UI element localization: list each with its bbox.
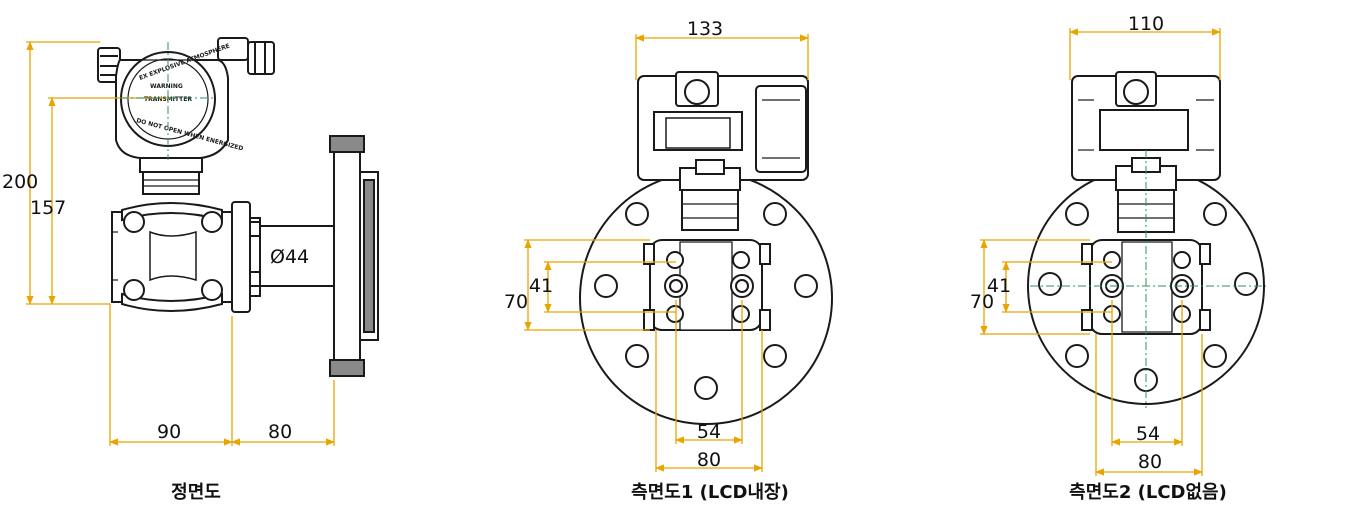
dim-bolt-outer-2: 70: [970, 291, 994, 313]
side-view-1: [579, 71, 833, 425]
flange-bolt-holes: [1038, 202, 1258, 392]
dim-housing-width-2: 110: [1128, 13, 1164, 35]
dim-hole-inner-2: 54: [1136, 423, 1160, 445]
dim-housing-width-1: 133: [687, 18, 723, 40]
front-view: EX EXPLOSIVE ATMOSPHERE WARNING TRANSMIT…: [97, 37, 379, 377]
dim-bolt-inner-1: 41: [529, 275, 553, 297]
neck: [139, 157, 203, 173]
dim-bolt-outer-1: 70: [504, 291, 528, 313]
side-view-1-dimensions: [524, 34, 809, 472]
front-view-dimensions: [26, 41, 335, 446]
side-view-2-centerlines: [1030, 150, 1266, 408]
dim-pipe-diameter: Ø44: [270, 246, 309, 268]
process-flange-plate: [231, 201, 251, 313]
dim-total-height: 200: [2, 171, 38, 193]
side-view-2: [1027, 71, 1265, 405]
dim-bolt-inner-2: 41: [987, 275, 1011, 297]
svg-text:WARNING: WARNING: [150, 83, 183, 90]
dim-flange-offset: 80: [268, 421, 292, 443]
front-centerline: [120, 42, 216, 160]
flange-bolt-holes: [594, 202, 818, 400]
cable-gland-right: [217, 37, 275, 75]
caption-side-view-2: 측면도2 (LCD없음): [1069, 482, 1227, 503]
extension-pipe: [259, 225, 335, 287]
caption-side-view-1: 측면도1 (LCD내장): [631, 482, 789, 503]
dim-body-width: 90: [157, 421, 181, 443]
dim-hole-outer-1: 80: [697, 449, 721, 471]
svg-text:TRANSMITTER: TRANSMITTER: [144, 96, 192, 103]
caption-front-view: 정면도: [171, 482, 221, 503]
dim-hole-outer-2: 80: [1138, 451, 1162, 473]
side-view-2-dimensions: [980, 28, 1221, 476]
dim-height-to-center: 157: [30, 197, 66, 219]
dim-hole-inner-1: 54: [697, 421, 721, 443]
mounting-flange: [333, 135, 361, 377]
